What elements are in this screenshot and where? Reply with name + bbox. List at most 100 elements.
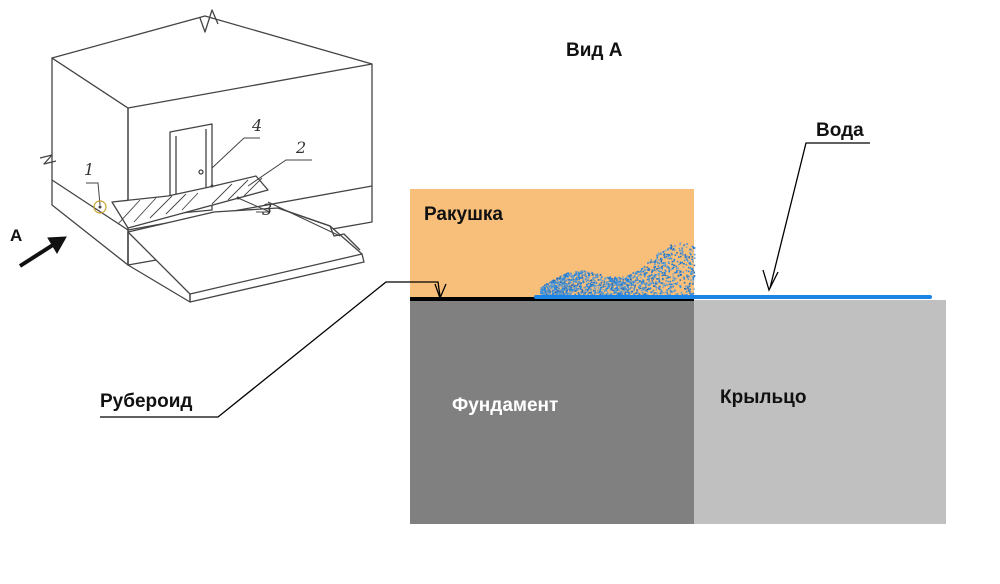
leader-1 <box>86 182 101 206</box>
seepage-speck <box>588 274 591 276</box>
seepage-speck <box>619 284 622 287</box>
seepage-speck <box>670 257 673 260</box>
seepage-speck <box>651 269 654 271</box>
seepage-speck <box>607 287 609 289</box>
seepage-speck <box>561 282 564 285</box>
seepage-speck <box>590 271 593 274</box>
seepage-speck <box>577 271 580 274</box>
seepage-speck <box>650 261 652 263</box>
seepage-speck <box>687 286 689 289</box>
seepage-speck <box>658 279 661 282</box>
label-rakushka: Ракушка <box>424 204 503 225</box>
seepage-speck <box>661 266 663 268</box>
seepage-speck <box>558 282 561 284</box>
seepage-speck <box>568 293 570 296</box>
seepage-speck <box>691 278 694 280</box>
seepage-speck <box>669 257 671 260</box>
seepage-speck <box>639 276 642 279</box>
seepage-speck <box>675 293 677 296</box>
seepage-speck <box>551 281 554 284</box>
seepage-speck <box>652 282 655 285</box>
seepage-speck <box>684 254 686 256</box>
seepage-speck <box>671 253 673 256</box>
seepage-speck <box>685 246 688 248</box>
seepage-speck <box>621 282 623 284</box>
seepage-speck <box>685 255 688 258</box>
seepage-speck <box>638 285 640 287</box>
seepage-speck <box>569 293 572 296</box>
seepage-speck <box>644 287 647 289</box>
seepage-speck <box>560 281 562 283</box>
seepage-speck <box>679 242 682 245</box>
seepage-speck <box>657 265 660 267</box>
seepage-speck <box>599 290 601 293</box>
seepage-speck <box>652 289 655 292</box>
seepage-speck <box>597 284 600 287</box>
seepage-speck <box>642 287 645 289</box>
seepage-speck <box>615 282 617 284</box>
seepage-speck <box>553 281 555 284</box>
seepage-speck <box>687 260 689 263</box>
seepage-speck <box>647 281 650 283</box>
seepage-speck <box>675 265 677 268</box>
seepage-speck <box>581 275 584 277</box>
seepage-speck <box>546 291 548 293</box>
seepage-speck <box>681 293 684 296</box>
seepage-speck <box>578 293 581 295</box>
seepage-speck <box>557 283 559 286</box>
seepage-speck <box>670 248 672 250</box>
seepage-speck <box>600 284 603 286</box>
seepage-speck <box>611 289 614 291</box>
seepage-speck <box>561 285 563 287</box>
seepage-speck <box>579 283 582 285</box>
seepage-speck <box>649 288 651 290</box>
seepage-speck <box>657 252 660 255</box>
seepage-speck <box>672 285 674 288</box>
seepage-speck <box>594 280 597 283</box>
seepage-speck <box>690 271 693 273</box>
seepage-speck <box>603 281 606 283</box>
seepage-speck <box>664 284 666 287</box>
seepage-speck <box>608 278 611 281</box>
seepage-speck <box>638 274 640 276</box>
seepage-speck <box>665 291 667 293</box>
seepage-speck <box>617 282 620 284</box>
water-seepage <box>540 242 696 298</box>
seepage-speck <box>585 280 588 283</box>
seepage-speck <box>654 273 656 276</box>
porch-step <box>277 207 361 251</box>
seepage-speck <box>601 280 603 282</box>
seepage-speck <box>646 266 649 269</box>
seepage-speck <box>565 284 568 286</box>
seepage-speck <box>680 291 683 294</box>
seepage-speck <box>605 283 607 285</box>
seepage-speck <box>637 279 639 281</box>
seepage-speck <box>640 270 643 273</box>
seepage-speck <box>548 285 551 287</box>
seepage-speck <box>659 259 661 262</box>
seepage-speck <box>624 293 626 295</box>
seepage-speck <box>585 275 588 278</box>
seepage-speck <box>672 268 674 270</box>
seepage-speck <box>555 282 558 284</box>
seepage-speck <box>685 290 688 293</box>
seepage-speck <box>654 259 657 262</box>
seepage-speck <box>540 292 542 294</box>
seepage-speck <box>611 284 614 287</box>
seepage-speck <box>631 281 633 283</box>
seepage-speck <box>676 271 678 274</box>
seepage-speck <box>610 286 613 288</box>
seepage-speck <box>577 288 580 290</box>
seepage-speck <box>647 268 649 271</box>
seepage-speck <box>666 266 668 268</box>
seepage-speck <box>658 287 660 290</box>
seepage-speck <box>642 270 645 273</box>
seepage-speck <box>657 267 660 270</box>
seepage-speck <box>669 290 672 292</box>
seepage-speck <box>580 292 582 295</box>
sketch-number-1: 1 <box>84 160 95 179</box>
seepage-speck <box>554 290 557 292</box>
seepage-speck <box>678 247 681 250</box>
seepage-speck <box>564 280 566 282</box>
seepage-speck <box>543 287 546 289</box>
